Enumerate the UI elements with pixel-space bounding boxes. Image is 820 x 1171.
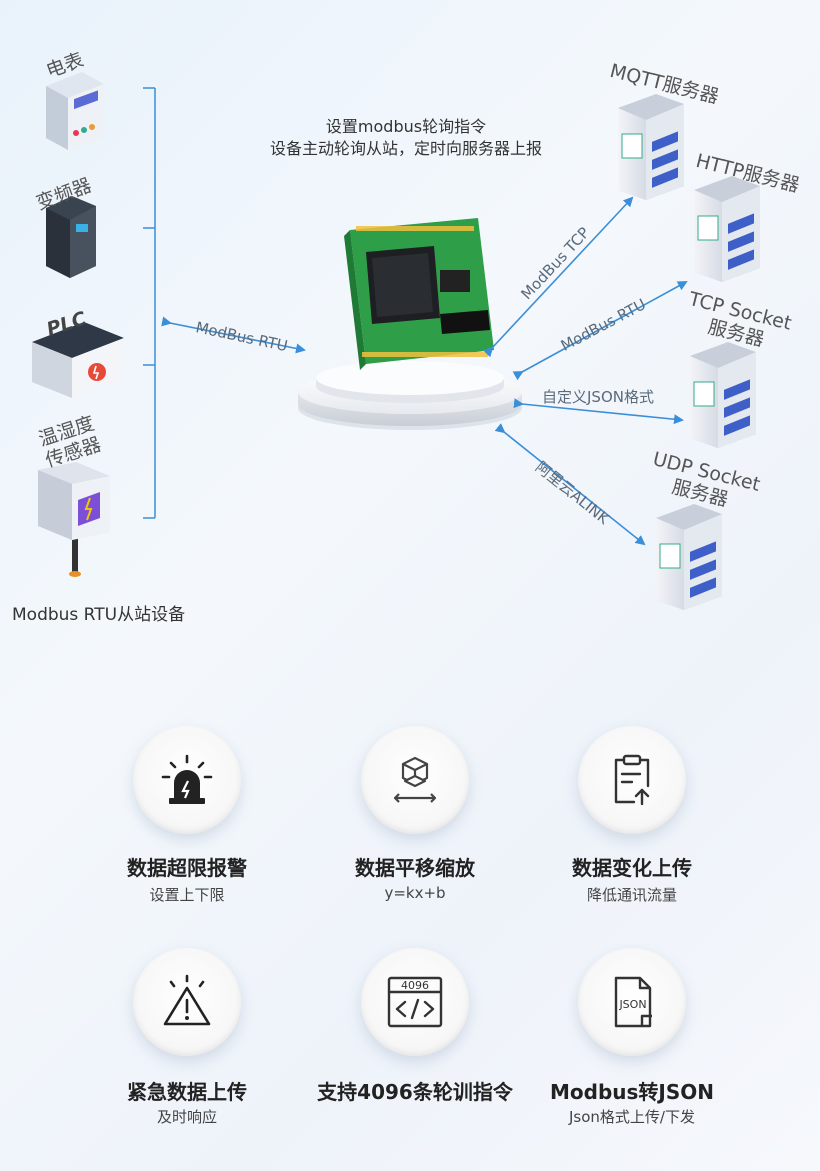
connection-arrows: [161, 196, 688, 546]
feature-subtitle-change: 降低通讯流量: [586, 886, 677, 904]
feature-alarm-circle: [133, 726, 241, 834]
code-4096-icon: 4096: [387, 976, 443, 1028]
sensor-icon: [38, 462, 110, 577]
warning-triangle-icon: [163, 974, 211, 1026]
arrow-http: [512, 281, 688, 381]
server-udp-icon: [656, 504, 722, 610]
feature-scale-circle: [361, 726, 469, 834]
feature-title-alarm: 数据超限报警: [127, 856, 247, 880]
server-mqtt-icon: [618, 94, 684, 200]
feature-title-scale: 数据平移缩放: [355, 856, 475, 880]
feature-change-circle: [578, 726, 686, 834]
feature-emergency-circle: [133, 948, 241, 1056]
meter-icon: [46, 72, 104, 150]
clipboard-upload-icon: [614, 754, 650, 806]
scale-shift-icon: [393, 756, 437, 803]
feature-title-4096: 支持4096条轮训指令: [317, 1080, 513, 1104]
feature-subtitle-alarm: 设置上下限: [149, 886, 225, 904]
arrow-udp: [494, 423, 646, 546]
alarm-light-icon: [161, 754, 213, 804]
arrow-left-rtu: [161, 316, 306, 354]
feature-subtitle-json: Json格式上传/下发: [569, 1108, 695, 1126]
feature-subtitle-scale: y=kx+b: [384, 884, 446, 902]
inverter-icon: [46, 196, 96, 278]
left-caption: Modbus RTU从站设备: [12, 605, 186, 625]
feature-title-change: 数据变化上传: [572, 856, 692, 880]
server-tcp-icon: [690, 342, 756, 448]
feature-title-emergency: 紧急数据上传: [127, 1080, 247, 1104]
server-http-icon: [694, 176, 760, 282]
feature-json-circle: JSON: [578, 948, 686, 1056]
plc-icon: [32, 322, 124, 398]
feature-title-json: Modbus转JSON: [549, 1080, 714, 1104]
icon-text-json: JSON: [618, 998, 646, 1011]
center-text-line2: 设备主动轮询从站，定时向服务器上报: [269, 139, 542, 158]
feature-4096-circle: 4096: [361, 948, 469, 1056]
center-text-line1: 设置modbus轮询指令: [325, 117, 487, 136]
diagram-graphics: [32, 72, 760, 610]
pcb-module-icon: [344, 218, 494, 370]
icon-text-4096: 4096: [401, 979, 429, 992]
link-label-json: 自定义JSON格式: [542, 388, 654, 406]
pedestal: [298, 361, 522, 430]
device-bracket: [143, 87, 156, 519]
feature-subtitle-emergency: 及时响应: [156, 1108, 217, 1126]
json-file-icon: JSON: [614, 976, 652, 1028]
arrow-tcp: [513, 398, 684, 425]
